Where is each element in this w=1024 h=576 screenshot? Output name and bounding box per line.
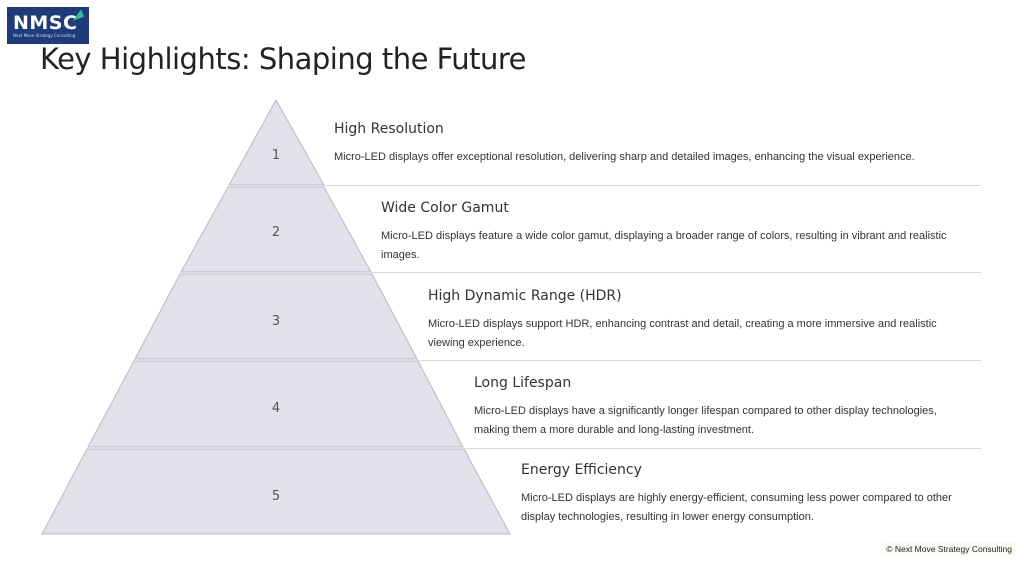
level-number-5: 5: [272, 489, 280, 504]
slide-title: Key Highlights: Shaping the Future: [40, 42, 527, 76]
company-logo: NMSC Next Move Strategy Consulting: [7, 7, 89, 44]
highlight-description: Micro-LED displays offer exceptional res…: [334, 151, 915, 163]
highlight-item-3: High Dynamic Range (HDR) Micro-LED displ…: [428, 287, 968, 353]
logo-subtext: Next Move Strategy Consulting: [13, 32, 76, 38]
highlight-item-1: High Resolution Micro-LED displays offer…: [334, 120, 974, 167]
pyramid-level-5: [41, 448, 511, 535]
separator-1: [324, 185, 981, 186]
highlight-title: Long Lifespan: [474, 375, 572, 391]
highlight-description: Micro-LED displays support HDR, enhancin…: [428, 318, 937, 349]
highlight-item-5: Energy Efficiency Micro-LED displays are…: [521, 461, 971, 527]
level-number-1: 1: [272, 148, 280, 163]
pyramid-level-3: [134, 273, 418, 360]
level-number-2: 2: [272, 225, 280, 240]
highlight-title: Wide Color Gamut: [381, 200, 509, 216]
separator-4: [463, 448, 981, 449]
highlight-description: Micro-LED displays have a significantly …: [474, 405, 937, 436]
highlight-title: High Dynamic Range (HDR): [428, 288, 622, 304]
highlight-item-4: Long Lifespan Micro-LED displays have a …: [474, 374, 974, 440]
copyright-footer: © Next Move Strategy Consulting: [882, 542, 1016, 556]
separator-3: [417, 360, 981, 361]
pyramid-level-1: [228, 98, 325, 186]
highlight-description: Micro-LED displays feature a wide color …: [381, 230, 947, 261]
pyramid-level-4: [87, 360, 464, 448]
highlight-description: Micro-LED displays are highly energy-eff…: [521, 492, 952, 523]
level-number-4: 4: [272, 401, 280, 416]
separator-2: [371, 272, 981, 273]
highlight-title: High Resolution: [334, 121, 444, 137]
level-number-3: 3: [272, 314, 280, 329]
logo-text: NMSC: [13, 11, 78, 34]
highlight-title: Energy Efficiency: [521, 462, 642, 478]
highlight-item-2: Wide Color Gamut Micro-LED displays feat…: [381, 199, 971, 265]
